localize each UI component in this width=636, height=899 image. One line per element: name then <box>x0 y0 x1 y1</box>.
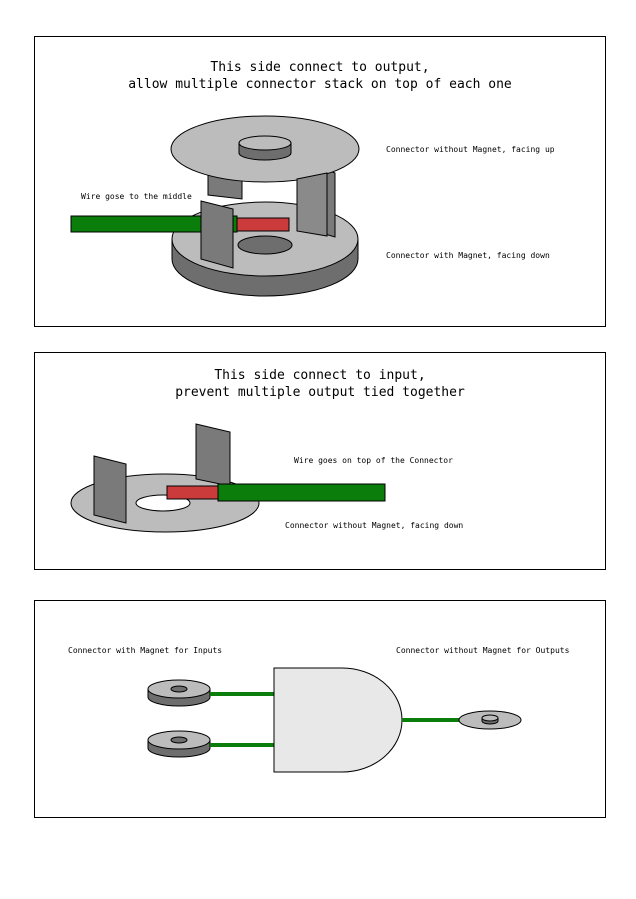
caption-inputs: Connector with Magnet for Inputs <box>68 646 223 655</box>
input-title-line1: This side connect to input, <box>214 368 426 383</box>
bottom-disk-hole <box>237 235 293 255</box>
output-connector-hub <box>481 714 499 722</box>
top-disk-hub <box>238 135 292 151</box>
input-green-wire <box>217 483 386 502</box>
caption-bottom-connector: Connector with Magnet, facing down <box>386 251 550 260</box>
input-connector-2-hole <box>170 736 188 744</box>
input-title-line2: prevent multiple output tied together <box>175 385 465 400</box>
caption-input-connector: Connector without Magnet, facing down <box>285 521 464 530</box>
input-panel-title: This side connect to input, prevent mult… <box>35 367 605 401</box>
green-wire <box>70 215 238 233</box>
output-panel-title: This side connect to output, allow multi… <box>35 59 605 93</box>
front-tab-right <box>296 172 328 237</box>
input-front-tab <box>93 455 127 524</box>
red-wire-segment <box>234 217 290 232</box>
input-connector-illustration <box>70 423 386 533</box>
caption-top-connector: Connector without Magnet, facing up <box>386 145 555 154</box>
output-title-line2: allow multiple connector stack on top of… <box>128 77 512 92</box>
caption-wire-top: Wire goes on top of the Connector <box>294 456 453 465</box>
output-connector-illustration <box>70 115 360 297</box>
input-back-tab <box>195 423 231 487</box>
output-title-line1: This side connect to output, <box>210 60 430 75</box>
front-tab-left <box>200 200 234 269</box>
gate-illustration <box>147 667 522 773</box>
input-red-wire <box>166 485 222 500</box>
caption-wire-middle: Wire gose to the middle <box>81 192 192 201</box>
output-connector-panel: This side connect to output, allow multi… <box>34 36 606 327</box>
input-connector-1-hole <box>170 685 188 693</box>
caption-outputs: Connector without Magnet for Outputs <box>396 646 570 655</box>
input-connector-panel: This side connect to input, prevent mult… <box>34 352 606 570</box>
gate-panel: Connector with Magnet for Inputs Connect… <box>34 600 606 818</box>
and-gate <box>273 667 403 773</box>
